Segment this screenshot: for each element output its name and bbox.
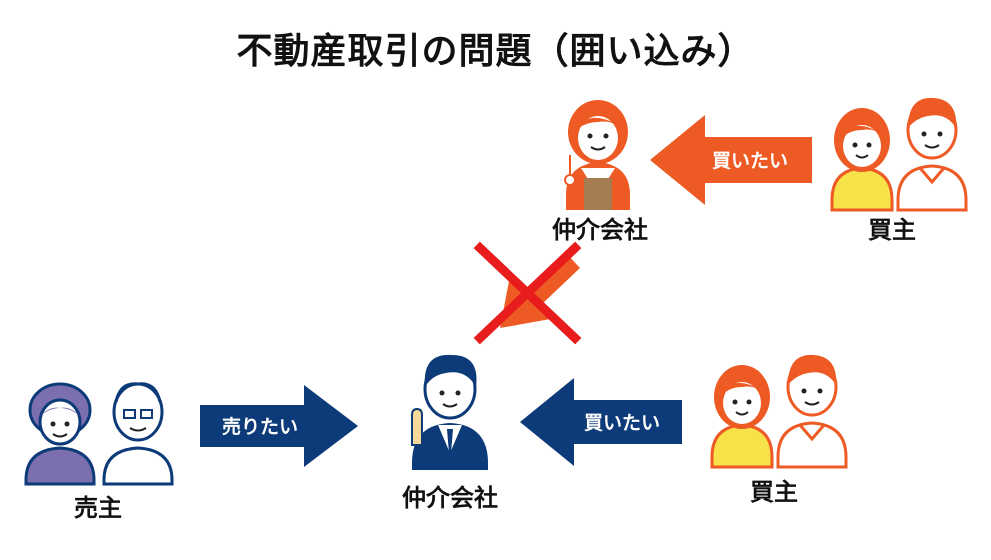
red-cross-icon bbox=[473, 241, 582, 345]
label-seller: 売主 bbox=[74, 494, 122, 522]
agent-top-woman-icon bbox=[564, 100, 630, 210]
buyer-bottom-couple-icon bbox=[710, 354, 848, 469]
label-agent-top: 仲介会社 bbox=[552, 216, 648, 244]
label-buyer-top: 買主 bbox=[868, 216, 916, 244]
arrow-buyer-top-to-agent: 買いたい bbox=[650, 115, 812, 205]
agent-bottom-man-icon bbox=[411, 354, 488, 470]
blocked-arrow bbox=[473, 241, 582, 345]
arrow-text-seller: 売りたい bbox=[222, 415, 298, 438]
page-title: 不動産取引の問題（囲い込み） bbox=[236, 31, 755, 72]
arrow-buyer-bottom-to-agent: 買いたい bbox=[520, 378, 682, 466]
seller-couple-icon bbox=[24, 382, 174, 486]
arrow-text-bottom: 買いたい bbox=[584, 412, 660, 434]
arrow-text-top: 買いたい bbox=[712, 150, 788, 172]
label-agent-bottom: 仲介会社 bbox=[402, 484, 498, 512]
label-buyer-bottom: 買主 bbox=[750, 478, 798, 506]
buyer-top-couple-icon bbox=[830, 97, 968, 212]
arrow-seller-to-agent: 売りたい bbox=[200, 385, 358, 467]
